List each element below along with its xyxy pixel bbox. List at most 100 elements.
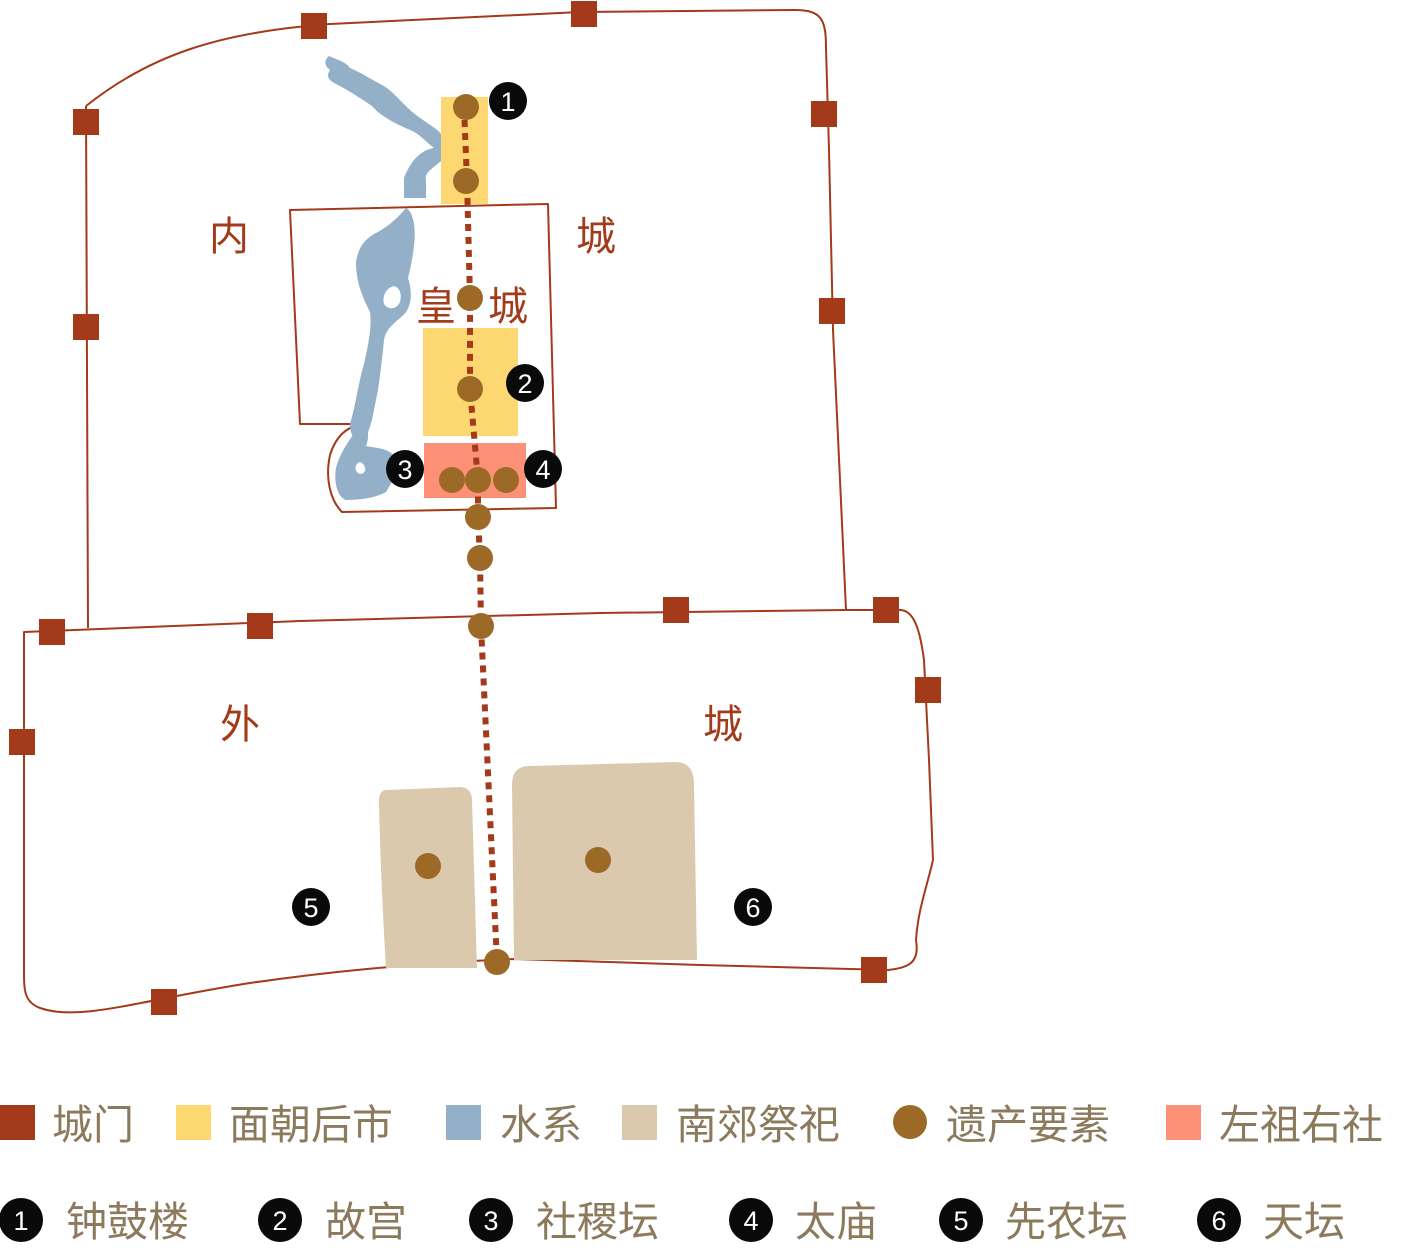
imperial-city-label-right: 城: [488, 284, 528, 330]
site-marker-5: 5: [292, 888, 330, 926]
ancestral-swatch-icon: [1166, 1105, 1201, 1140]
water-swatch-icon: [446, 1105, 481, 1140]
site-number: 5: [303, 893, 318, 923]
site-number: 2: [272, 1206, 287, 1236]
legend-item-altar: 南郊祭祀: [622, 1101, 840, 1149]
site-number: 3: [483, 1206, 498, 1236]
heritage-dot: [453, 94, 479, 120]
heritage-dot: [415, 853, 441, 879]
heritage-dot: [439, 467, 465, 493]
legend-item-heritage: 遗产要素: [893, 1101, 1110, 1149]
heritage-dot: [468, 613, 494, 639]
number-badge-icon: [469, 1198, 513, 1242]
city-gate: [39, 619, 65, 645]
city-gate: [73, 314, 99, 340]
inner-city-label-right: 城: [576, 214, 616, 260]
city-gate: [247, 613, 273, 639]
site-legend-item-2: 2 故宫: [258, 1198, 407, 1246]
site-number: 3: [397, 455, 412, 485]
legend-label: 遗产要素: [946, 1101, 1110, 1149]
city-gate: [73, 109, 99, 135]
outer-city-label-right: 城: [703, 702, 743, 748]
number-badge-icon: [0, 1198, 43, 1242]
heritage-dot: [465, 467, 491, 493]
heritage-dot: [484, 949, 510, 975]
inner-city-wall: [85, 9, 847, 611]
site-name: 太庙: [795, 1198, 877, 1246]
heritage-dot: [465, 504, 491, 530]
site-number: 5: [953, 1206, 968, 1236]
legend-label: 城门: [52, 1101, 134, 1149]
number-badge-icon: [1197, 1198, 1241, 1242]
heritage-dot: [453, 168, 479, 194]
site-legend-item-1: 1 钟鼓楼: [0, 1198, 189, 1246]
city-gate: [663, 597, 689, 623]
number-badge-icon: [258, 1198, 302, 1242]
legend-item-water: 水系: [446, 1101, 582, 1149]
city-gate: [571, 1, 597, 27]
legend-label: 南郊祭祀: [676, 1101, 840, 1149]
city-gate: [861, 957, 887, 983]
number-badge-icon: [489, 82, 527, 120]
number-badge-icon: [386, 450, 424, 488]
site-marker-4: 4: [524, 450, 562, 488]
site-number: 1: [13, 1206, 28, 1236]
city-gate: [301, 13, 327, 39]
site-name: 社稷坛: [536, 1198, 659, 1246]
site-marker-6: 6: [734, 888, 772, 926]
number-badge-icon: [939, 1198, 983, 1242]
legend-item-gate: 城门: [0, 1101, 134, 1149]
water-system-north: [325, 56, 442, 198]
site-number: 6: [1211, 1206, 1226, 1236]
city-gate: [915, 677, 941, 703]
site-name: 故宫: [325, 1198, 407, 1246]
heritage-dot: [493, 467, 519, 493]
number-badge-icon: [729, 1198, 773, 1242]
legend-label: 左祖右社: [1219, 1101, 1383, 1149]
site-number: 2: [517, 369, 532, 399]
site-name: 钟鼓楼: [66, 1198, 189, 1246]
site-number: 6: [745, 893, 760, 923]
legend-label: 面朝后市: [229, 1101, 393, 1149]
legend: 城门 面朝后市 水系 南郊祭祀 遗产要素 左祖右社: [0, 1101, 1383, 1149]
heritage-dot: [457, 285, 483, 311]
site-legend: 1 钟鼓楼 2 故宫 3 社稷坛 4 太庙 5 先农坛 6 天坛: [0, 1198, 1345, 1246]
site-legend-item-4: 4 太庙: [729, 1198, 877, 1246]
outer-city-wall: [23, 609, 934, 1014]
site-legend-item-5: 5 先农坛: [939, 1198, 1128, 1246]
water-system-south: [335, 418, 396, 500]
number-badge-icon: [506, 364, 544, 402]
city-gate: [9, 729, 35, 755]
legend-label: 水系: [500, 1101, 582, 1149]
imperial-city-label-left: 皇: [416, 284, 456, 330]
city-gate: [151, 989, 177, 1015]
heritage-dot: [585, 847, 611, 873]
site-number: 1: [500, 87, 515, 117]
gate-swatch-icon: [0, 1105, 35, 1140]
city-gate: [811, 101, 837, 127]
number-badge-icon: [292, 888, 330, 926]
inner-city-label-left: 内: [209, 214, 249, 260]
legend-item-market: 面朝后市: [176, 1101, 393, 1149]
central-axis-line: [461, 106, 500, 963]
outer-city-label-left: 外: [220, 702, 260, 748]
site-number: 4: [743, 1206, 758, 1236]
inner-city-wall-west: [85, 105, 89, 629]
legend-item-ancestral: 左祖右社: [1166, 1101, 1383, 1149]
city-gates: [9, 1, 941, 1015]
altar-swatch-icon: [622, 1105, 657, 1140]
site-legend-item-6: 6 天坛: [1197, 1198, 1345, 1246]
site-marker-3: 3: [386, 450, 424, 488]
heritage-elements: [415, 94, 611, 975]
site-name: 先农坛: [1005, 1198, 1128, 1246]
site-number: 4: [535, 455, 550, 485]
city-gate: [819, 298, 845, 324]
heritage-dot-icon: [893, 1105, 927, 1139]
site-marker-2: 2: [506, 364, 544, 402]
site-legend-item-3: 3 社稷坛: [469, 1198, 659, 1246]
site-name: 天坛: [1263, 1198, 1345, 1246]
number-badge-icon: [734, 888, 772, 926]
number-badge-icon: [524, 450, 562, 488]
heritage-dot: [467, 545, 493, 571]
